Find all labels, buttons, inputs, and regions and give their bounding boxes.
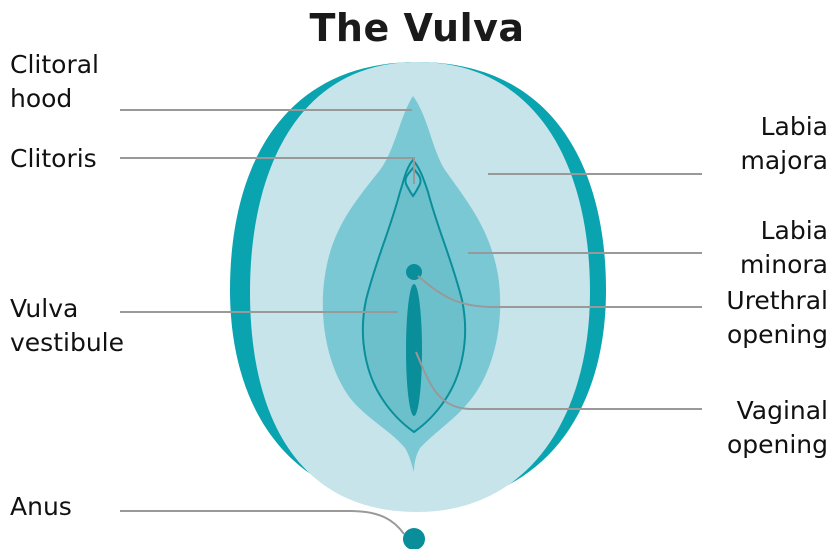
label-urethral-opening-line2: opening bbox=[726, 318, 828, 352]
label-vaginal-opening: Vaginal opening bbox=[727, 394, 828, 462]
vaginal-opening-shape bbox=[406, 284, 422, 416]
label-vulva-vestibule-line1: Vulva bbox=[10, 292, 124, 326]
label-vulva-vestibule: Vulva vestibule bbox=[10, 292, 124, 360]
label-labia-minora-line1: Labia bbox=[740, 214, 828, 248]
leader-line-anus bbox=[120, 511, 404, 534]
label-anus: Anus bbox=[10, 490, 72, 524]
label-labia-majora-line2: majora bbox=[740, 144, 828, 178]
label-clitoris: Clitoris bbox=[10, 142, 97, 176]
label-vaginal-opening-line1: Vaginal bbox=[727, 394, 828, 428]
label-anus-line1: Anus bbox=[10, 490, 72, 524]
label-labia-majora: Labia majora bbox=[740, 110, 828, 178]
label-labia-majora-line1: Labia bbox=[740, 110, 828, 144]
label-clitoral-hood-line1: Clitoral bbox=[10, 48, 99, 82]
label-vaginal-opening-line2: opening bbox=[727, 428, 828, 462]
label-urethral-opening-line1: Urethral bbox=[726, 284, 828, 318]
diagram-title: The Vulva bbox=[0, 6, 834, 50]
label-labia-minora-line2: minora bbox=[740, 248, 828, 282]
anus-shape bbox=[403, 528, 425, 549]
label-vulva-vestibule-line2: vestibule bbox=[10, 326, 124, 360]
label-labia-minora: Labia minora bbox=[740, 214, 828, 282]
label-clitoris-line1: Clitoris bbox=[10, 142, 97, 176]
label-clitoral-hood-line2: hood bbox=[10, 82, 99, 116]
label-clitoral-hood: Clitoral hood bbox=[10, 48, 99, 116]
label-urethral-opening: Urethral opening bbox=[726, 284, 828, 352]
